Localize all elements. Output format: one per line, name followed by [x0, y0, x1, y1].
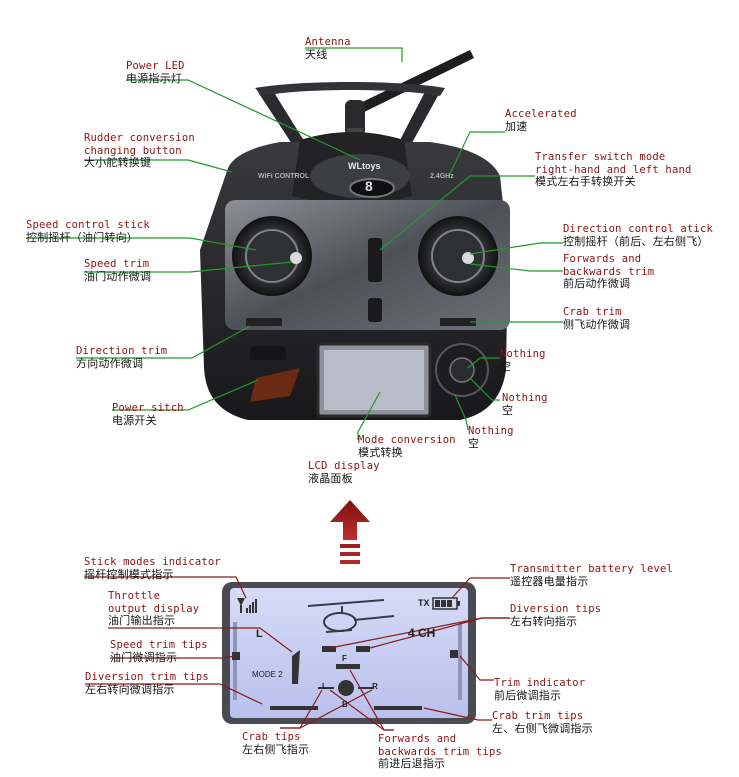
brand-logo: WLtoys: [348, 161, 381, 171]
throttle-bar: [292, 650, 300, 684]
down-arrow: [330, 500, 370, 564]
lcd-helicopter-icon: [307, 599, 395, 633]
right-stick-tip: [462, 252, 474, 264]
lcd-channels: 4 CH: [408, 626, 436, 640]
carry-handle: [255, 82, 445, 150]
lcd-stick-back: B: [342, 700, 348, 709]
left-trim-slot: [246, 318, 282, 326]
badge-right: 2.4GHz: [430, 173, 454, 180]
badge-left: WiFi CONTROL: [258, 173, 310, 180]
left-trim-bar: [233, 622, 237, 700]
bottom-left-trim: [270, 706, 318, 710]
bottom-right-trim: [374, 706, 422, 710]
model-numeral: 8: [365, 178, 373, 194]
right-trim-slot: [440, 318, 476, 326]
battery-icon: [432, 597, 460, 610]
right-trim-marker: [450, 650, 458, 658]
left-stick-tip: [290, 252, 302, 264]
lcd-zoom: [222, 582, 476, 724]
signal-icon: [237, 598, 257, 613]
center-trim: [368, 298, 382, 322]
wltoys-logo-plate: [250, 346, 286, 360]
mode-switch: [368, 238, 382, 282]
diversion-left: [322, 646, 336, 652]
stick-dot: [338, 680, 354, 696]
power-switch-area: [250, 368, 300, 402]
leader-lines-lower: [84, 576, 510, 731]
remote-body: [200, 132, 510, 420]
lcd-stick-right: R: [372, 682, 378, 691]
forward-indicator: [336, 664, 360, 669]
lcd-mode: MODE 2: [252, 670, 283, 679]
lcd-forward-marker: F: [342, 654, 347, 663]
lcd-tx: TX: [418, 598, 430, 608]
lcd-left-marker: L: [256, 628, 263, 640]
right-trim-bar: [458, 622, 462, 700]
leader-lines-upper: [26, 47, 563, 440]
label-transfer-switch: Transfer switch mode right-hand and left…: [535, 151, 692, 188]
lcd-stick-left: L: [322, 682, 327, 691]
diversion-right: [356, 646, 370, 652]
